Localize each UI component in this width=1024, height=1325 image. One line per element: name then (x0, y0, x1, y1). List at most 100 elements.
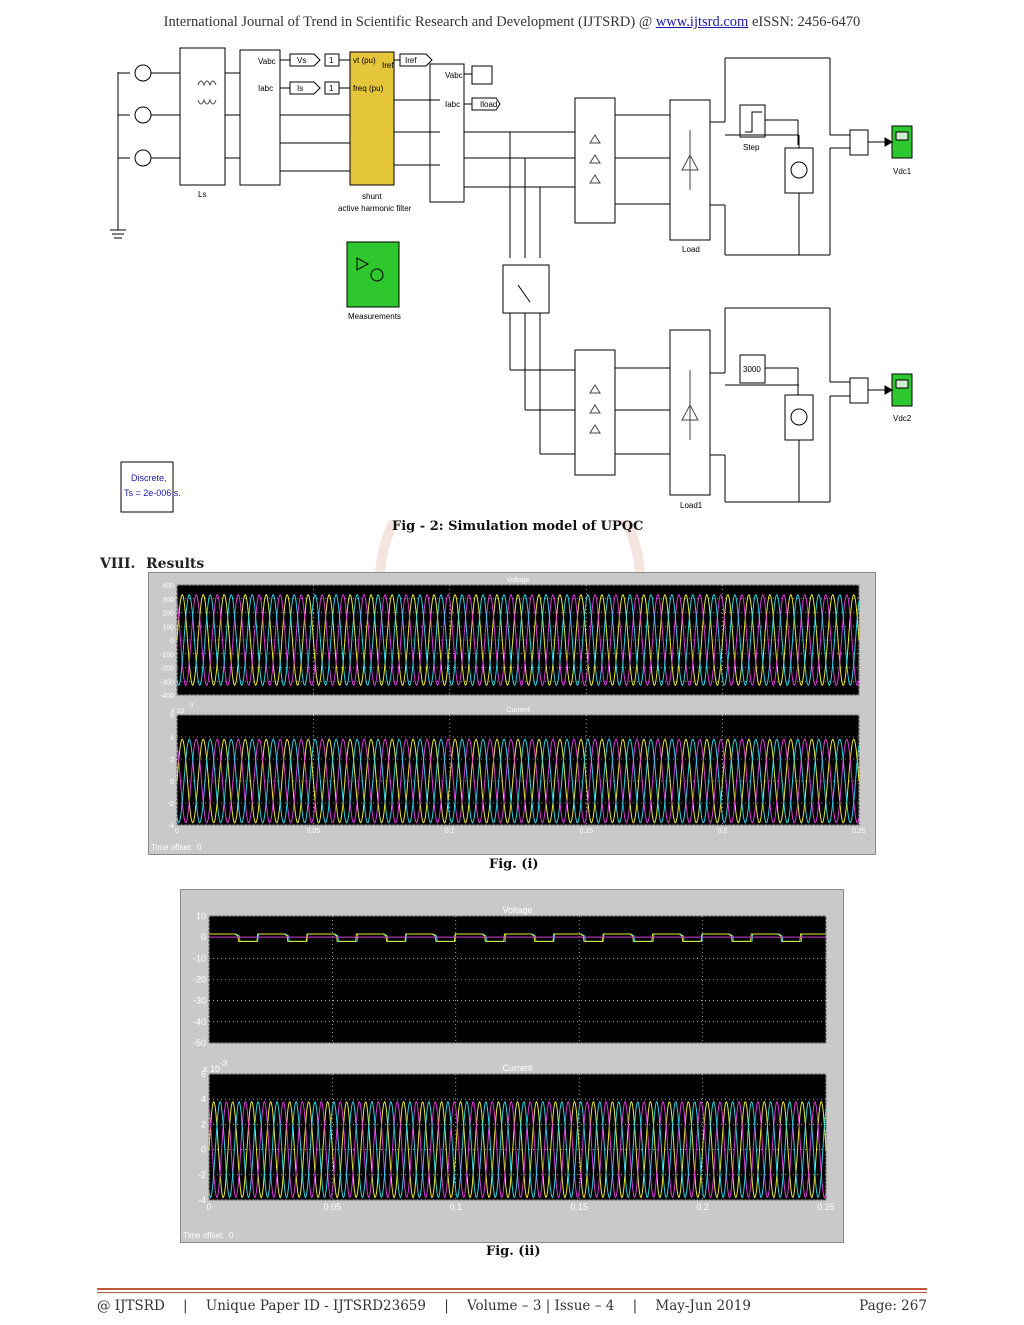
const-1a: 1 (329, 56, 334, 65)
fig2-caption: Fig - 2: Simulation model of UPQC (392, 519, 644, 534)
footer-brand: @ IJTSRD (97, 1298, 165, 1314)
journal-header: International Journal of Trend in Scient… (0, 14, 1024, 31)
series-line (176, 593, 860, 687)
vabc-label-2: Vabc (445, 71, 463, 80)
x-tick-label: 0.05 (307, 828, 321, 835)
footer-rule (97, 1288, 927, 1290)
y-tick-label: 2 (201, 1119, 206, 1129)
iabc-label-2: Iabc (445, 100, 460, 109)
y-tick-label: -200 (160, 666, 174, 673)
y-tick-label: -300 (160, 679, 174, 686)
const-3000: 3000 (743, 365, 761, 374)
vabc-label: Vabc (258, 57, 276, 66)
y-tick-label: 0 (170, 638, 174, 645)
x-tick-label: 0.15 (579, 828, 593, 835)
ls-label: Ls (198, 190, 206, 199)
is-tag: Is (297, 84, 303, 93)
time-offset-value: 0 (196, 843, 202, 852)
const-1b: 1 (329, 84, 334, 93)
fig-i-caption: Fig. (i) (489, 857, 539, 872)
x-tick-label: 0.05 (324, 1202, 342, 1212)
y-tick-label: 6 (201, 1069, 206, 1079)
x-tick-label: 0.25 (852, 828, 866, 835)
exponent-power: -3 (220, 1059, 228, 1068)
y-tick-label: -4 (198, 1195, 206, 1205)
series-line (208, 1100, 827, 1199)
footer-sep: | (632, 1298, 638, 1314)
x-tick-label: 0.1 (450, 1202, 463, 1212)
watermark-seal (375, 520, 645, 580)
y-tick-label: -40 (193, 1017, 206, 1027)
y-tick-label: -4 (168, 823, 174, 830)
footer-paper-id: Unique Paper ID - IJTSRD23659 (205, 1298, 426, 1314)
y-tick-label: -50 (193, 1038, 206, 1048)
scope2-plots: Voltage100-10-20-30-40-50Current6420-2-4… (193, 905, 835, 1212)
exponent-label: x 10 (203, 1064, 220, 1074)
footer-sep: | (444, 1298, 449, 1314)
y-tick-label: -10 (193, 953, 206, 963)
x-tick-label: 0.2 (696, 1202, 709, 1212)
iref-port: Iref (382, 61, 394, 70)
time-offset-value: 0 (228, 1231, 234, 1240)
footer-rule-thin (97, 1292, 927, 1293)
y-tick-label: 0 (170, 779, 174, 786)
y-tick-label: 100 (162, 624, 174, 631)
y-tick-label: 4 (201, 1094, 206, 1104)
vdc2-label: Vdc2 (893, 414, 912, 423)
x-tick-label: 0.2 (718, 828, 728, 835)
page-footer: @ IJTSRD | Unique Paper ID - IJTSRD23659… (97, 1298, 927, 1314)
exponent-label: x 10 (171, 708, 184, 715)
y-tick-label: 0 (201, 1145, 206, 1155)
y-tick-label: 6 (170, 713, 174, 720)
y-tick-label: -400 (160, 693, 174, 700)
time-offset-label: Time offset: (183, 1231, 225, 1240)
x-tick-label: 0.25 (817, 1202, 835, 1212)
y-tick-label: 0 (201, 932, 206, 942)
upqc-simulation-diagram: Ls Vabc Iabc Vs Is 1 1 vt (pu) freq (pu)… (110, 47, 913, 513)
footer-volume: Volume – 3 | Issue – 4 (467, 1298, 615, 1314)
measurements-label: Measurements (348, 312, 401, 321)
load1-label: Load1 (680, 501, 703, 510)
section-number: VIII. (100, 556, 136, 572)
step-label: Step (743, 143, 760, 152)
header-prefix: International Journal of Trend in Scient… (163, 14, 656, 30)
footer-date: May-Jun 2019 (655, 1298, 751, 1314)
y-tick-label: 300 (162, 597, 174, 604)
y-tick-label: -2 (168, 801, 174, 808)
y-tick-label: -100 (160, 652, 174, 659)
footer-sep: | (183, 1298, 188, 1314)
series-line (176, 738, 860, 824)
load-label: Load (682, 245, 700, 254)
exponent-power: -3 (188, 703, 194, 709)
x-tick-label: 0 (206, 1202, 211, 1212)
plot-title: Voltage (502, 905, 532, 915)
time-offset-label: Time offset: (151, 843, 193, 852)
iref-tag: Iref (405, 56, 417, 65)
time-offset: Time offset: 0 (151, 843, 201, 852)
y-tick-label: 10 (196, 911, 206, 921)
y-tick-label: -20 (193, 975, 206, 985)
iabc-label: Iabc (258, 84, 273, 93)
plot-title: Voltage (506, 577, 529, 584)
series-line (209, 933, 826, 942)
scope1-plots: Voltage4003002001000-100-200-300-400Curr… (160, 577, 866, 835)
plot-title: Current (502, 1063, 533, 1073)
y-tick-label: 4 (170, 735, 174, 742)
ts-label: Ts = 2e-006 s. (124, 488, 181, 498)
vdc1-label: Vdc1 (893, 167, 912, 176)
x-tick-label: 0 (175, 828, 179, 835)
journal-link[interactable]: www.ijtsrd.com (655, 14, 749, 30)
footer-page: Page: 267 (859, 1298, 927, 1314)
shunt-label: shunt (362, 192, 382, 201)
fig-ii-caption: Fig. (ii) (486, 1244, 541, 1259)
y-tick-label: 400 (162, 583, 174, 590)
y-tick-label: -30 (193, 996, 206, 1006)
y-tick-label: 200 (162, 611, 174, 618)
time-offset: Time offset: 0 (183, 1231, 233, 1240)
y-tick-label: -2 (198, 1170, 206, 1180)
y-tick-label: 2 (170, 757, 174, 764)
freq-pu-port: freq (pu) (353, 84, 384, 93)
iload-tag: Iload (480, 100, 497, 109)
